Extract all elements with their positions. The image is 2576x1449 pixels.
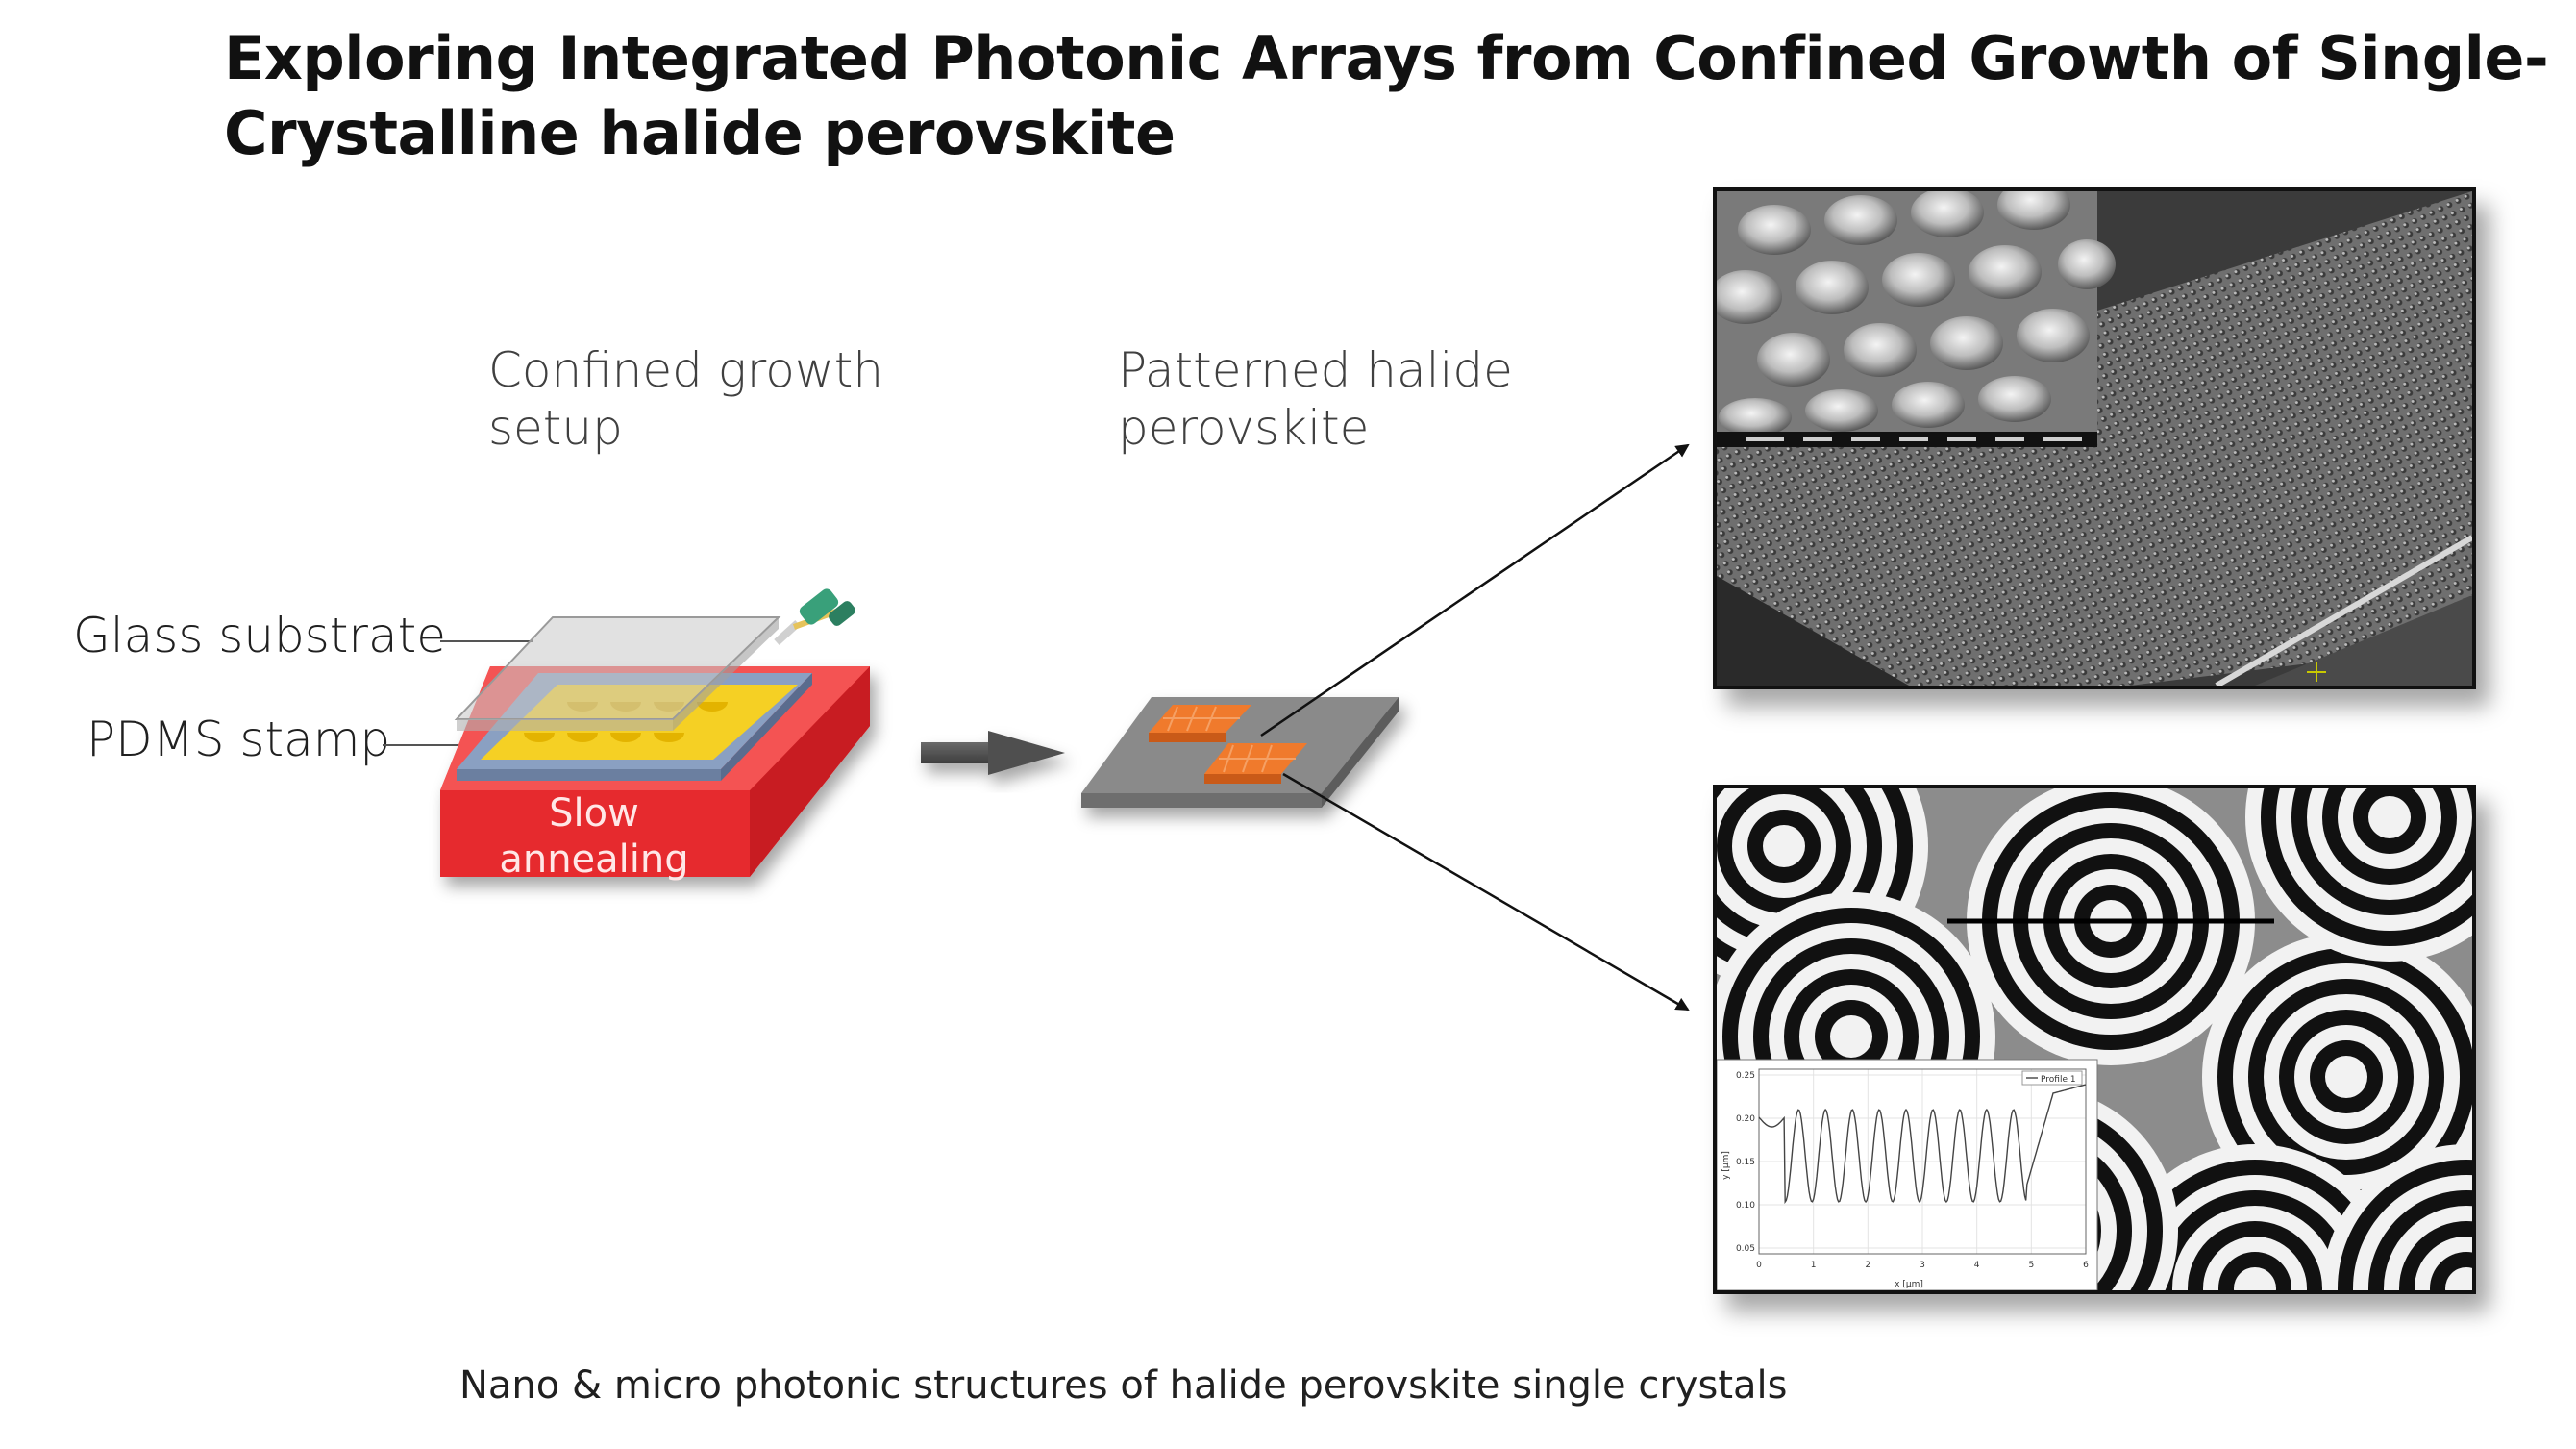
profile-ytick: 0.05 — [1736, 1244, 1755, 1254]
glass-substrate — [454, 616, 781, 731]
sem-inset — [1717, 191, 2116, 447]
slide-title: Exploring Integrated Photonic Arrays fro… — [224, 21, 2549, 171]
title-line-1: Exploring Integrated Photonic Arrays fro… — [224, 23, 2549, 93]
patterned-step-label-line2: perovskite — [1118, 400, 1370, 456]
ring-disk — [2245, 788, 2472, 962]
profile-ylabel: y [µm] — [1721, 1151, 1731, 1180]
perovskite-pattern-2 — [1204, 743, 1307, 784]
profile-legend-text: Profile 1 — [2041, 1075, 2076, 1085]
profile-xtick: 3 — [1920, 1261, 1925, 1270]
oven-label-line1: Slow — [549, 791, 639, 836]
sem-rings-micrograph: Profile 1 0.25 0.20 0.15 0.10 0.05 0 1 2 3 4 5 6 x… — [1713, 785, 2476, 1294]
patterned-step-label: Patterned halide perovskite — [1118, 341, 1513, 457]
profile-xtick: 4 — [1974, 1261, 1980, 1270]
slide-caption: Nano & micro photonic structures of hali… — [459, 1363, 1788, 1408]
glass-substrate-label: Glass substrate — [73, 608, 446, 663]
sem-pyramid-micrograph — [1713, 187, 2476, 689]
pointer-arrow-top — [1260, 443, 1690, 737]
pointer-arrow-bottom — [1282, 772, 1690, 1012]
profile-xtick: 5 — [2028, 1261, 2034, 1270]
ring-disk — [1967, 788, 2255, 1065]
setup-step-label: Confined growth setup — [488, 341, 883, 457]
dropper-icon — [774, 588, 855, 645]
oven-label-line2: annealing — [499, 837, 689, 882]
perovskite-pattern-1 — [1149, 705, 1251, 742]
pdms-stamp-label: PDMS stamp — [87, 712, 391, 767]
title-line-2: Crystalline halide perovskite — [224, 98, 1176, 168]
profile-ytick: 0.10 — [1736, 1201, 1755, 1211]
profile-xtick: 1 — [1811, 1261, 1817, 1270]
profile-xtick: 6 — [2083, 1261, 2089, 1270]
profile-plot: Profile 1 0.25 0.20 0.15 0.10 0.05 0 1 2 3 4 5 6 x… — [1717, 1059, 2098, 1290]
profile-curve — [1758, 1084, 2087, 1205]
ring-disk — [2111, 1144, 2399, 1290]
profile-xlabel: x [µm] — [1895, 1280, 1923, 1289]
profile-ytick: 0.25 — [1736, 1071, 1755, 1081]
profile-xtick: 0 — [1756, 1261, 1762, 1270]
profile-xtick: 2 — [1865, 1261, 1870, 1270]
oven-label: Slow annealing — [479, 790, 709, 883]
sem-rings-image: Profile 1 0.25 0.20 0.15 0.10 0.05 0 1 2 3 4 5 6 x… — [1717, 788, 2472, 1290]
ring-disk — [2322, 1144, 2472, 1290]
setup-step-label-line1: Confined growth — [488, 342, 884, 398]
setup-step-label-line2: setup — [488, 400, 623, 456]
profile-ytick: 0.20 — [1736, 1114, 1755, 1124]
profile-legend: Profile 1 — [2021, 1070, 2083, 1086]
profile-ytick: 0.15 — [1736, 1158, 1755, 1167]
patterned-step-label-line1: Patterned halide — [1118, 342, 1513, 398]
sem-pyramid-image — [1717, 191, 2472, 686]
process-arrow — [921, 731, 1065, 775]
